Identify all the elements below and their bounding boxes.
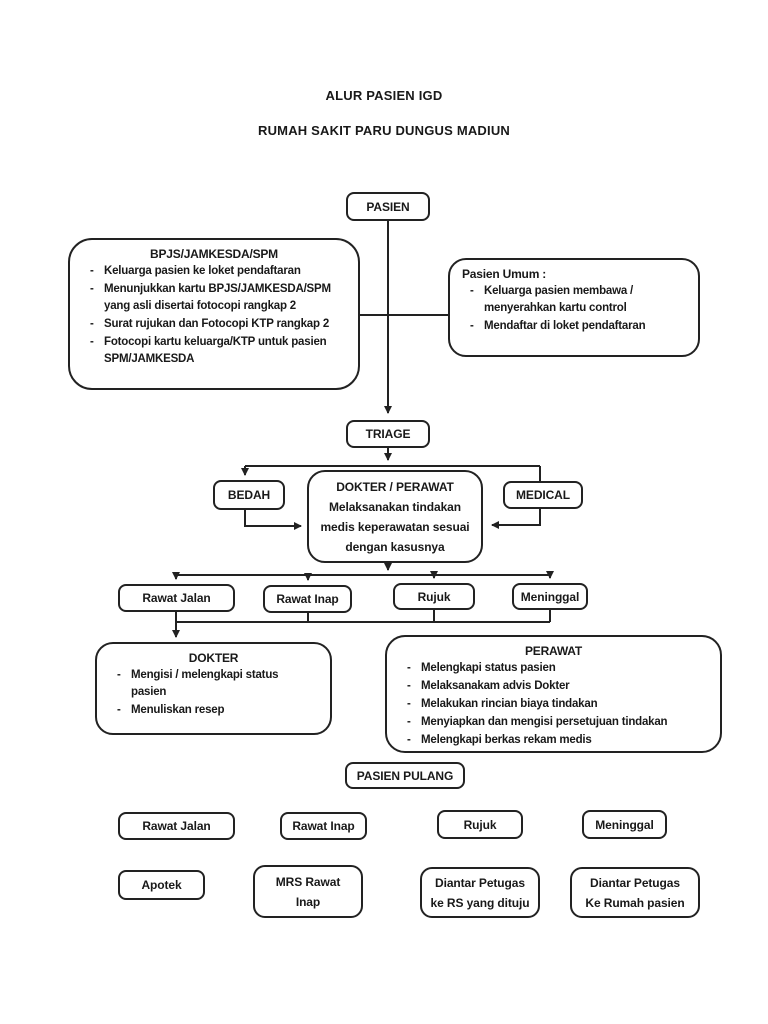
dokter-item: Menuliskan resep	[105, 702, 322, 719]
node-meninggal-1: Meninggal	[512, 583, 588, 610]
perawat-item: Melakukan rincian biaya tindakan	[395, 696, 712, 713]
bpjs-item: Keluarga pasien ke loket pendaftaran	[78, 263, 350, 280]
dokter-perawat-body: Melaksanakan tindakan medis keperawatan …	[320, 499, 470, 554]
node-pasien-umum-panel: Pasien Umum : Keluarga pasien membawa / …	[448, 258, 700, 357]
bpjs-title: BPJS/JAMKESDA/SPM	[150, 247, 278, 261]
dokter-title: DOKTER	[188, 651, 239, 665]
perawat-item: Melaksanakam advis Dokter	[395, 678, 712, 695]
node-dokter-perawat: DOKTER / PERAWAT Melaksanakan tindakan m…	[307, 470, 483, 563]
node-rawat-jalan-2: Rawat Jalan	[118, 812, 235, 840]
perawat-title: PERAWAT	[524, 644, 583, 658]
page-title: ALUR PASIEN IGD	[325, 88, 443, 103]
bpjs-item: Surat rujukan dan Fotocopi KTP rangkap 2	[78, 316, 350, 333]
perawat-item: Melengkapi status pasien	[395, 660, 712, 677]
node-bpjs-panel: BPJS/JAMKESDA/SPM Keluarga pasien ke lok…	[68, 238, 360, 390]
node-dokter-panel: DOKTER Mengisi / melengkapi status pasie…	[95, 642, 332, 735]
bpjs-item: Menunjukkan kartu BPJS/JAMKESDA/SPM yang…	[78, 281, 350, 315]
node-medical: MEDICAL	[503, 481, 583, 509]
dokter-item: Mengisi / melengkapi status pasien	[105, 667, 322, 701]
perawat-item: Menyiapkan dan mengisi persetujuan tinda…	[395, 714, 712, 731]
page-subtitle: RUMAH SAKIT PARU DUNGUS MADIUN	[257, 123, 511, 138]
dokter-perawat-title: DOKTER / PERAWAT	[336, 479, 454, 494]
node-pasien-pulang: PASIEN PULANG	[345, 762, 465, 789]
node-rawat-jalan-1: Rawat Jalan	[118, 584, 235, 612]
node-rawat-inap-1: Rawat Inap	[263, 585, 352, 613]
node-pasien: PASIEN	[346, 192, 430, 221]
node-apotek: Apotek	[118, 870, 205, 900]
node-rujuk-1: Rujuk	[393, 583, 475, 610]
node-triage: TRIAGE	[346, 420, 430, 448]
perawat-item: Melengkapi berkas rekam medis	[395, 732, 712, 749]
node-meninggal-2: Meninggal	[582, 810, 667, 839]
node-rujuk-2: Rujuk	[437, 810, 523, 839]
node-diantar-rs: Diantar Petugas ke RS yang dituju	[420, 867, 540, 918]
node-perawat-panel: PERAWAT Melengkapi status pasien Melaksa…	[385, 635, 722, 753]
node-mrs-rawat-inap: MRS Rawat Inap	[253, 865, 363, 918]
node-diantar-rumah: Diantar Petugas Ke Rumah pasien	[570, 867, 700, 918]
pasien-umum-item: Keluarga pasien membawa / menyerahkan ka…	[458, 283, 690, 317]
node-rawat-inap-2: Rawat Inap	[280, 812, 367, 840]
pasien-umum-title: Pasien Umum :	[462, 267, 547, 281]
bpjs-item: Fotocopi kartu keluarga/KTP untuk pasien…	[78, 334, 350, 368]
pasien-umum-item: Mendaftar di loket pendaftaran	[458, 318, 690, 335]
node-bedah: BEDAH	[213, 480, 285, 510]
